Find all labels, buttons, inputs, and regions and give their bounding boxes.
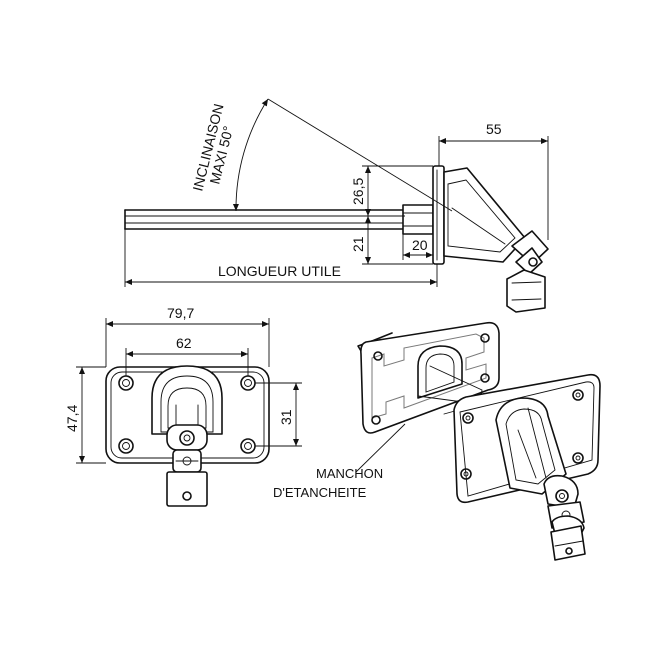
dim-hole-spacing-v-label: 31 [278,409,294,425]
isometric-view [357,321,601,561]
dim-lower-height-label: 21 [350,236,366,252]
dim-top-width: 55 [438,121,549,240]
wall-plate-side [432,165,445,265]
dim-plate-height: 47,4 [64,366,106,464]
dim-plate-width-label: 79,7 [167,305,194,321]
sleeve-label-line1: MANCHON [316,466,383,481]
dim-hole-spacing-v: 31 [255,382,302,447]
dim-stub-length-label: 20 [412,237,428,253]
shaft-stub [402,204,434,235]
front-view: 79,7 62 47,4 31 [64,305,302,507]
dim-plate-height-label: 47,4 [64,405,80,432]
dim-plate-width: 79,7 [105,305,270,367]
dim-hole-spacing-h: 62 [125,335,249,376]
dim-upper-height: 26,5 [350,165,433,217]
dim-useful-length: LONGUEUR UTILE [124,229,438,287]
shaft [124,209,406,230]
sleeve-label-line2: D'ETANCHEITE [273,485,367,500]
front-joint [166,424,208,473]
dim-lower-height: 21 [350,216,433,265]
end-block-side [506,269,546,313]
iso-cone-boss [495,397,567,495]
dim-top-width-label: 55 [486,121,502,137]
tilt-arc: INCLINAISON MAXI 50° [189,98,453,212]
iso-end-tab [550,525,586,561]
dim-useful-length-label: LONGUEUR UTILE [218,263,341,279]
side-view: INCLINAISON MAXI 50° 55 26,5 21 20 [124,98,549,313]
front-tab [166,471,208,507]
sealing-sleeve [360,321,500,434]
conical-housing [443,167,526,263]
dim-stub-length: 20 [402,234,433,260]
dim-hole-spacing-h-label: 62 [176,335,192,351]
front-boss [151,365,223,435]
dim-upper-height-label: 26,5 [350,178,366,205]
sleeve-callout: MANCHON D'ETANCHEITE [273,423,406,500]
